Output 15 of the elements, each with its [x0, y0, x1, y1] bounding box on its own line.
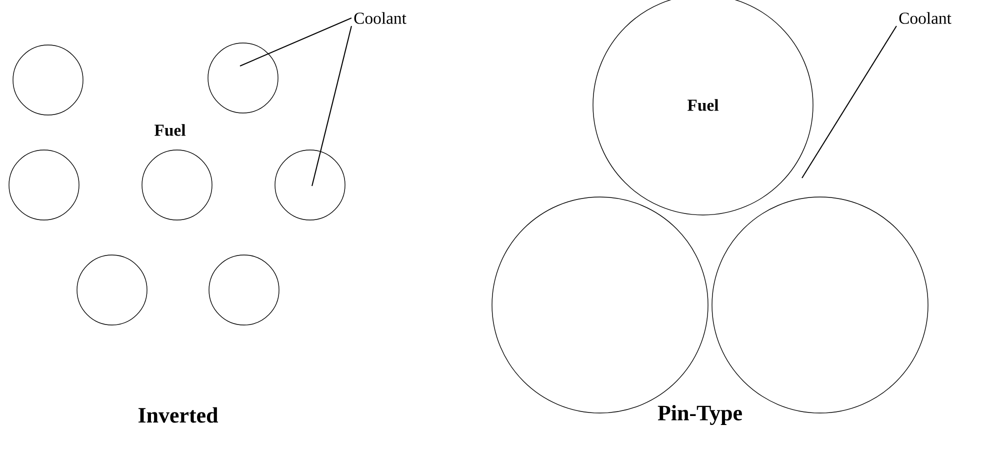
- leader-line: [802, 26, 897, 178]
- coolant-channel-circle: [142, 150, 212, 220]
- callout-label: Coolant: [899, 12, 952, 24]
- coolant-channel-circle: [12, 44, 84, 116]
- region-label: Fuel: [154, 124, 186, 136]
- callout-label: Coolant: [354, 12, 406, 24]
- coolant-channel-circle: [8, 150, 80, 220]
- coolant-channel-circle: [76, 254, 148, 326]
- coolant-channel-circle: [274, 150, 346, 220]
- coolant-channel-circle: [208, 42, 278, 114]
- leader-line: [240, 18, 352, 66]
- panel-title: Inverted: [138, 407, 218, 423]
- panel-title: Pin-Type: [658, 405, 742, 425]
- leader-line: [312, 26, 352, 186]
- coolant-channel-circle: [208, 254, 280, 326]
